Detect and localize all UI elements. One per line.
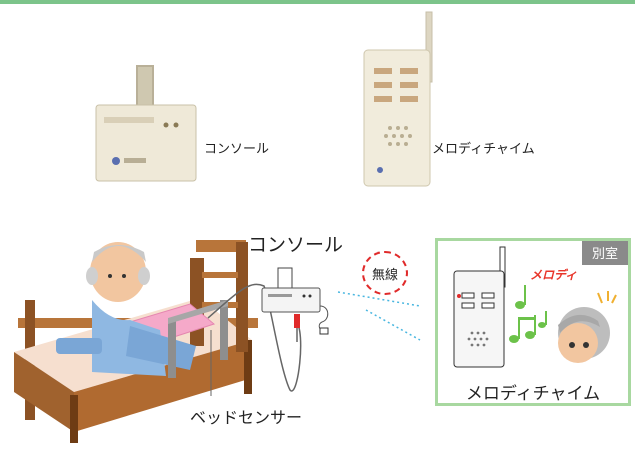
console-product-label: コンソール [204, 142, 270, 157]
wireless-waves [337, 291, 421, 341]
console-photo [92, 65, 200, 183]
chime-diagram-label: メロディチャイム [465, 384, 601, 404]
melody-text: メロディ [530, 268, 578, 282]
music-note-icon [509, 285, 547, 343]
chime-photo [360, 10, 442, 190]
setup-illustration [14, 240, 421, 443]
wireless-badge: 無線 [362, 251, 408, 295]
chime-device [453, 246, 506, 368]
console-diagram-label: コンソール [248, 234, 344, 256]
separate-room-panel: 別室 [435, 238, 631, 406]
elderly-woman [558, 291, 617, 363]
console-device [261, 267, 329, 342]
bed-sensor-label: ベッドセンサー [190, 408, 303, 427]
room-tag: 別室 [581, 241, 628, 265]
chime-product-label: メロディチャイム [432, 142, 535, 157]
elderly-man-patient [56, 242, 196, 376]
top-accent-bar [0, 0, 635, 4]
bed-rail [168, 300, 228, 378]
